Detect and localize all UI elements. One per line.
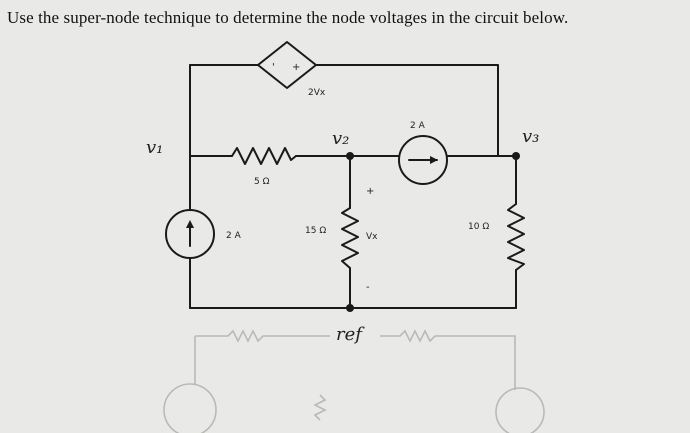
node-v2-dot — [346, 152, 354, 160]
resistor-10-label: 10 Ω — [468, 222, 489, 232]
handwritten-ref: ref — [336, 324, 365, 345]
resistor-15-label: 15 Ω — [305, 226, 326, 236]
vx-plus: + — [366, 186, 374, 197]
node-ref-dot — [346, 304, 354, 312]
question-text: Use the super-node technique to determin… — [7, 8, 569, 27]
current-source-top-label: 2 A — [410, 121, 426, 131]
node-v3-dot — [512, 152, 520, 160]
handwritten-v1: v₁ — [146, 137, 163, 158]
current-source-top: 2 A — [398, 121, 448, 185]
bleed-through-marks — [163, 329, 545, 433]
vx-minus: - — [366, 282, 370, 293]
handwritten-v3: v₃ — [522, 126, 539, 147]
resistor-15-ohm: 15 Ω + Vx - — [305, 186, 378, 293]
dependent-voltage-source: ' + 2Vx — [257, 41, 326, 98]
circuit-wires — [189, 64, 517, 309]
current-source-left: 2 A — [165, 209, 242, 259]
dep-source-plus: + — [292, 62, 300, 73]
resistor-5-ohm: 5 Ω — [231, 147, 297, 187]
dep-source-minus: ' — [272, 62, 275, 73]
current-source-left-label: 2 A — [226, 231, 242, 241]
vx-label: Vx — [366, 232, 378, 242]
resistor-10-ohm: 10 Ω — [468, 203, 525, 271]
resistor-5-label: 5 Ω — [254, 177, 270, 187]
dep-source-label: 2Vx — [308, 88, 326, 98]
handwritten-v2: v₂ — [332, 128, 349, 149]
